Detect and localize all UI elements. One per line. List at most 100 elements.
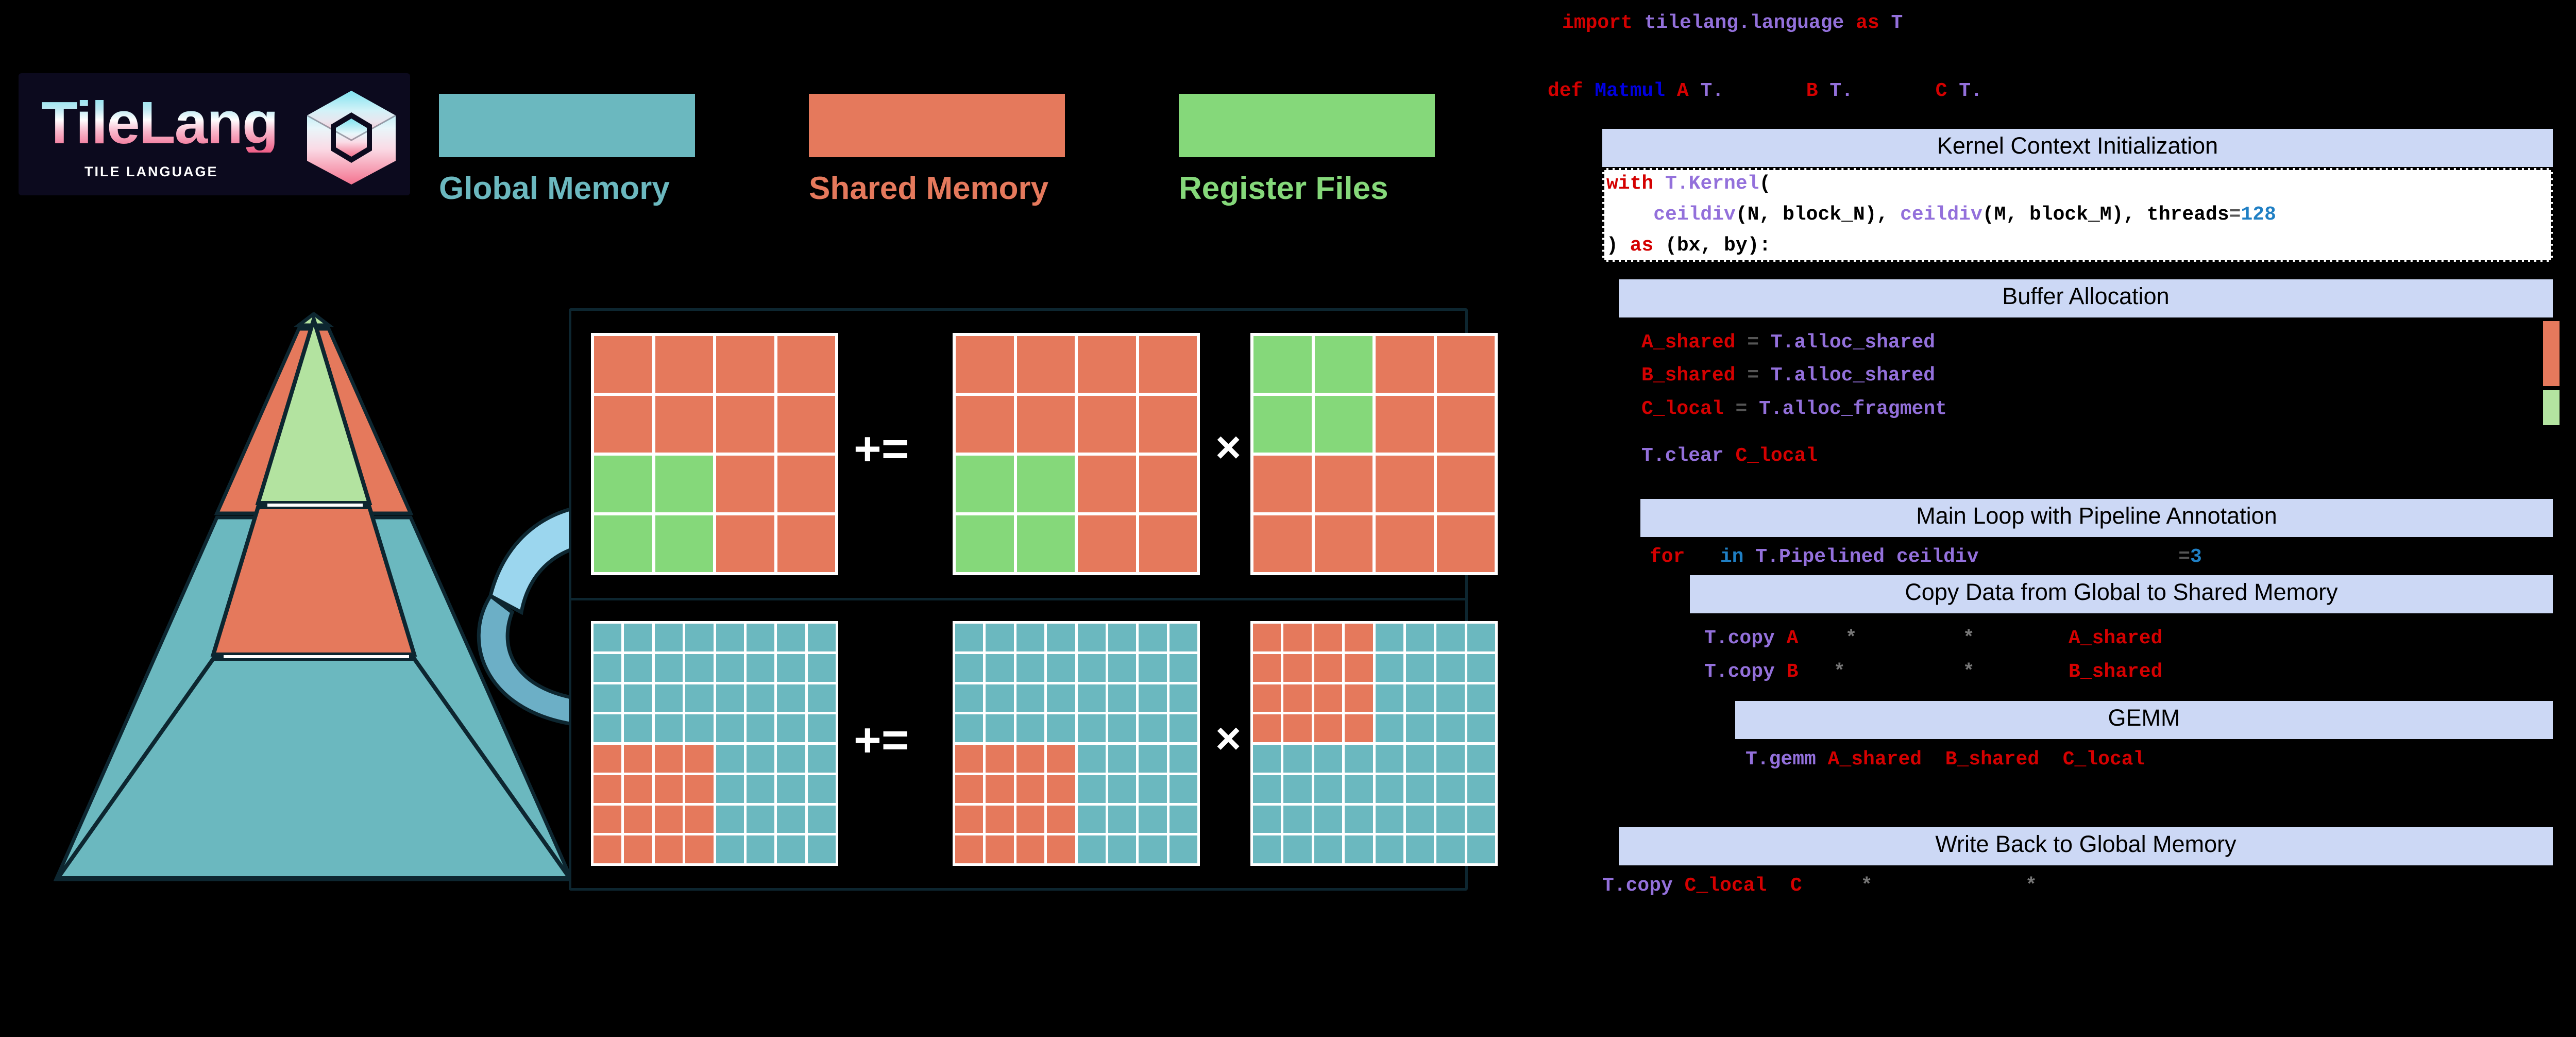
grid-cell <box>1345 624 1373 651</box>
grid-cell <box>654 684 683 712</box>
code-token <box>1673 875 1685 897</box>
code-token: B <box>1786 661 1799 683</box>
grid-cell <box>1375 714 1403 742</box>
section-header-write-back: Write Back to Global Memory <box>1619 827 2553 865</box>
code-token: (N, block_N), <box>1735 204 1901 226</box>
grid-cell <box>1108 714 1137 742</box>
grid-cell <box>1314 835 1343 863</box>
code-token <box>1775 627 1787 649</box>
code-token <box>1724 80 1806 102</box>
section-header-kernel-context: Kernel Context Initialization <box>1602 129 2553 167</box>
grid-cell <box>655 336 713 393</box>
grid-cell <box>777 336 835 393</box>
grid-cell <box>1436 336 1495 393</box>
code-token <box>1873 875 2025 897</box>
code-line-t-gemm: T.gemm A_shared B_shared C_local <box>1745 750 2145 770</box>
legend-item-register-files: Register Files <box>1179 94 1435 205</box>
grid-cell <box>1436 624 1465 651</box>
grid-cell <box>1375 745 1403 773</box>
grid-cell <box>1077 745 1106 773</box>
grid-cell <box>807 654 836 682</box>
grid-cell <box>685 684 714 712</box>
legend-item-global-memory: Global Memory <box>439 94 695 205</box>
grid-cell <box>1108 624 1137 651</box>
grid-cell <box>1047 654 1075 682</box>
grid-cell <box>654 835 683 863</box>
grid-cell <box>1376 515 1434 572</box>
grid-cell <box>716 456 774 512</box>
section-header-copy-data: Copy Data from Global to Shared Memory <box>1690 575 2553 613</box>
grid-cell <box>1253 714 1281 742</box>
grid-cell <box>777 684 805 712</box>
grid-cell <box>1436 835 1465 863</box>
code-token: (M, block_M), threads <box>1982 204 2229 226</box>
grid-cell <box>1314 775 1343 803</box>
grid-cell <box>685 714 714 742</box>
code-token: * <box>1860 875 1873 897</box>
grid-cell <box>716 805 744 833</box>
grid-cell <box>1077 805 1106 833</box>
grid-cell <box>1253 805 1281 833</box>
grid-cell <box>1314 714 1343 742</box>
grid-cell <box>654 805 683 833</box>
grid-cell <box>777 456 835 512</box>
code-line-b-shared-alloc: B_shared = T.alloc_shared <box>1641 366 1935 386</box>
code-token: in <box>1697 546 1756 568</box>
code-token: T.alloc_fragment <box>1759 398 1947 420</box>
code-token: T.copy <box>1704 627 1775 649</box>
grid-cell <box>685 624 714 651</box>
grid-cell <box>594 456 652 512</box>
code-token: C <box>1935 80 1947 102</box>
code-token: 128 <box>2241 204 2276 226</box>
pyramid-register-tier <box>255 312 372 505</box>
grid-cell <box>746 714 775 742</box>
grid-cell <box>1016 835 1045 863</box>
code-line-with-kernel: with T.Kernel( <box>1606 174 1771 194</box>
grid-cell <box>594 336 652 393</box>
code-token: (bx, by): <box>1653 235 1771 257</box>
code-token: C_local <box>1735 445 1818 467</box>
legend-swatch-register-files <box>1179 94 1435 157</box>
code-token <box>1767 875 1790 897</box>
grid-cell <box>986 835 1014 863</box>
grid-cell <box>1047 805 1075 833</box>
grid-cell <box>1283 684 1312 712</box>
grid-cell <box>1253 835 1281 863</box>
grid-cell <box>777 515 835 572</box>
grid-cell <box>594 805 622 833</box>
grid-cell <box>955 684 984 712</box>
grid-cell <box>955 654 984 682</box>
grid-cell <box>807 624 836 651</box>
grid-cell <box>986 714 1014 742</box>
code-token: A <box>1786 627 1799 649</box>
code-token: T <box>1891 12 1903 34</box>
grid-cell <box>624 775 652 803</box>
grid-cell <box>716 684 744 712</box>
code-token: import <box>1562 12 1645 34</box>
grid-cell <box>654 624 683 651</box>
code-token <box>1775 661 1787 683</box>
grid-cell <box>1345 684 1373 712</box>
grid-cell <box>1016 336 1075 393</box>
code-token <box>1818 80 1830 102</box>
grid-cell <box>746 654 775 682</box>
grid-cell <box>1169 835 1197 863</box>
grid-cell <box>1077 654 1106 682</box>
code-token <box>1853 80 1936 102</box>
grid-cell <box>1345 714 1373 742</box>
code-token: T.copy <box>1602 875 1673 897</box>
a-global-grid <box>953 621 1200 866</box>
grid-cell <box>716 336 774 393</box>
grid-cell <box>1405 805 1434 833</box>
legend-swatch-shared-memory <box>809 94 1065 157</box>
grid-cell <box>955 624 984 651</box>
grid-cell <box>1078 336 1136 393</box>
grid-cell <box>594 654 622 682</box>
code-token: T.copy <box>1704 661 1775 683</box>
grid-cell <box>1108 805 1137 833</box>
grid-cell <box>1314 515 1372 572</box>
grid-cell <box>1467 805 1495 833</box>
grid-cell <box>1405 835 1434 863</box>
code-token: B_shared <box>1641 364 1736 387</box>
grid-cell <box>955 714 984 742</box>
